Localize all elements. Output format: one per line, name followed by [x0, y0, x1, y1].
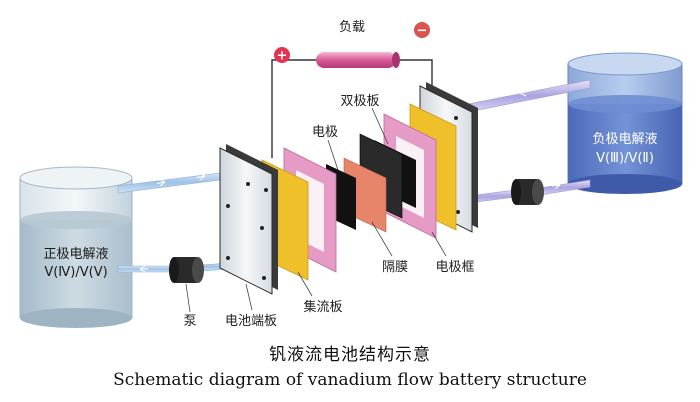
load-resistor-icon [316, 52, 400, 68]
left-pump-icon [169, 257, 204, 283]
plus-sign: + [277, 49, 288, 64]
external-circuit [271, 59, 433, 158]
lower-right-pipe-b [539, 179, 591, 196]
load-label: 负载 [339, 20, 365, 35]
membrane-label: 隔膜 [382, 260, 408, 275]
negative-terminal-icon: − [414, 22, 430, 39]
positive-tank-species: V(Ⅳ)/V(Ⅴ) [44, 265, 107, 280]
minus-sign: − [417, 24, 428, 39]
electrode-frame-label: 电极框 [435, 260, 474, 275]
end-plate-label: 电池端板 [225, 314, 277, 329]
negative-tank-species: V(Ⅲ)/V(Ⅱ) [596, 151, 654, 166]
negative-electrolyte-tank: 负极电解液 V(Ⅲ)/V(Ⅱ) [567, 52, 683, 194]
cell-stack [219, 82, 478, 295]
current-collector-label: 集流板 [303, 299, 342, 315]
leader-lines [185, 107, 447, 313]
negative-tank-name: 负极电解液 [592, 132, 657, 147]
electrode-label: 电极 [312, 125, 338, 140]
bipolar-plate-label: 双极板 [340, 94, 379, 109]
positive-terminal-icon: + [274, 47, 290, 64]
pump-label: 泵 [183, 314, 196, 329]
positive-tank-name: 正极电解液 [43, 247, 108, 262]
right-pump-icon [511, 179, 544, 205]
left-end-plate [219, 144, 278, 295]
positive-electrolyte-tank: 正极电解液 V(Ⅳ)/V(Ⅴ) [19, 166, 133, 328]
upper-left-pipe [117, 171, 229, 194]
caption-english: Schematic diagram of vanadium flow batte… [113, 370, 587, 390]
caption-chinese: 钒液流电池结构示意 [269, 345, 431, 365]
